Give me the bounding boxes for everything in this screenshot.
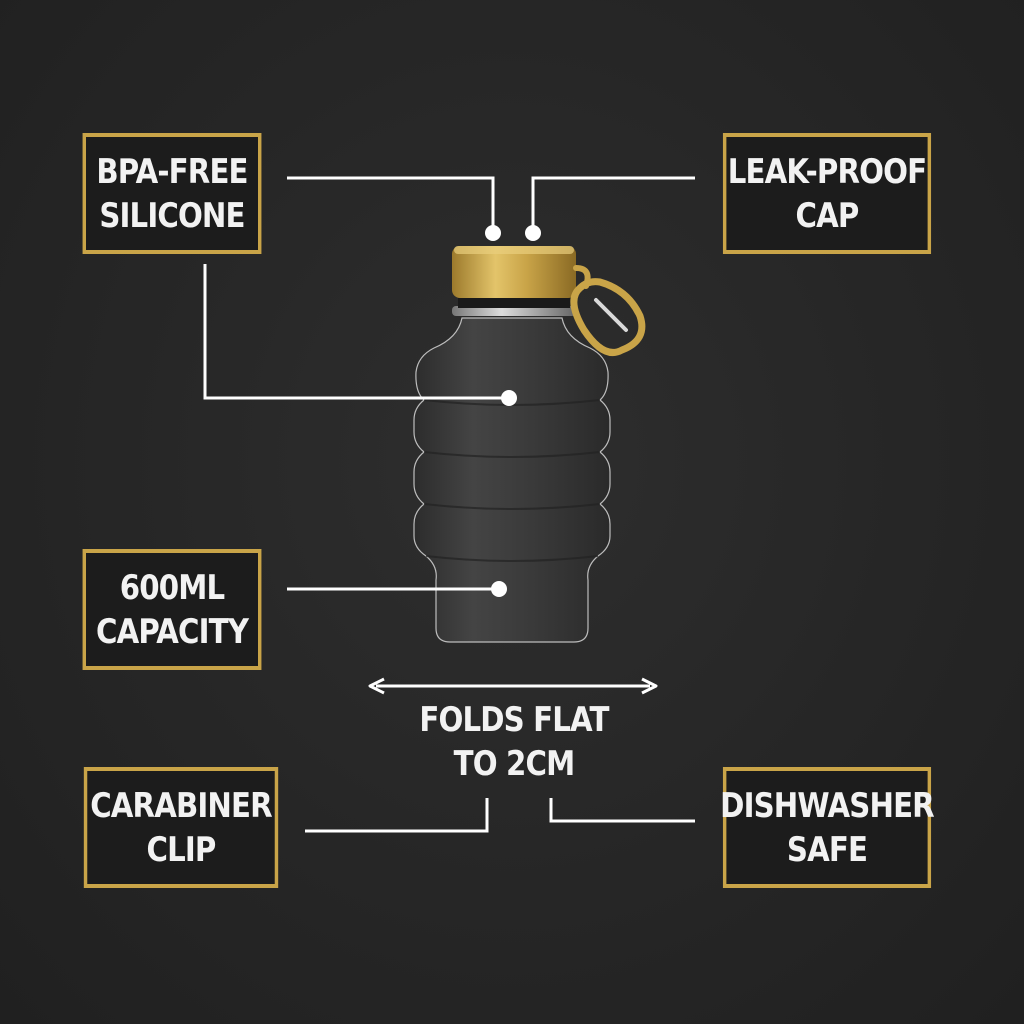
folds-line2: TO 2CM — [453, 744, 576, 784]
callout-carabiner-clip: CARABINER CLIP — [83, 767, 279, 888]
callout-bpa-line1: BPA-FREE — [96, 151, 248, 192]
bottle-body — [413, 317, 611, 643]
callout-dishwasher-safe: DISHWASHER SAFE — [720, 767, 935, 888]
leader-lines — [203, 176, 695, 833]
dot-body — [501, 390, 517, 406]
callout-bpa-free-silicone: BPA-FREE SILICONE — [82, 133, 262, 254]
folds-flat-label: FOLDS FLAT TO 2CM — [416, 698, 612, 786]
callout-bpa-line2: SILICONE — [99, 195, 245, 236]
callout-dishwasher-line2: SAFE — [786, 829, 868, 870]
leader-carabiner — [305, 798, 489, 833]
dot-cap-left — [485, 225, 501, 241]
leader-bpa-cap — [287, 176, 495, 233]
leak-proof-cap — [452, 246, 576, 298]
callout-600ml-capacity: 600ML CAPACITY — [82, 549, 262, 670]
callout-dishwasher-line1: DISHWASHER — [720, 785, 935, 826]
leader-bpa-body — [203, 264, 509, 400]
leader-dots — [485, 225, 541, 597]
callout-leak-proof-cap: LEAK-PROOF CAP — [722, 133, 932, 254]
bottle-neck-ring — [452, 306, 576, 316]
callout-carabiner-line1: CARABINER — [90, 785, 272, 826]
callout-leak-line2: CAP — [795, 195, 860, 236]
leader-leak-cap — [531, 176, 695, 233]
cap-top-rim — [454, 246, 574, 254]
fold-width-arrow — [368, 677, 658, 695]
callout-carabiner-line2: CLIP — [146, 829, 217, 870]
callout-leak-line1: LEAK-PROOF — [727, 151, 927, 192]
dot-cap-right — [525, 225, 541, 241]
carabiner-clip — [570, 265, 646, 356]
leader-dishwasher — [549, 798, 695, 823]
callout-capacity-line2: CAPACITY — [95, 611, 249, 652]
callout-capacity-line1: 600ML — [119, 567, 225, 608]
folds-line1: FOLDS FLAT — [419, 700, 609, 740]
dot-capacity — [491, 581, 507, 597]
